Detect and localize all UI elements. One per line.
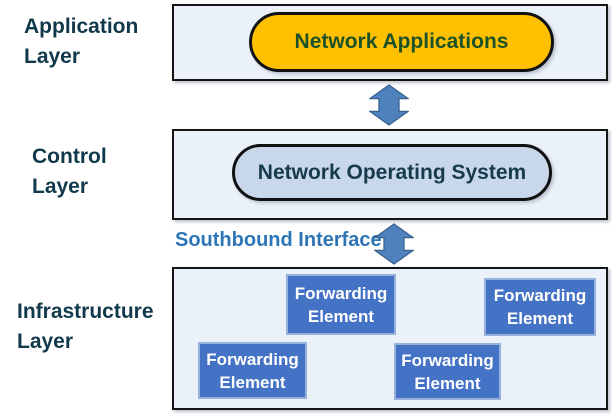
up-down-arrow-icon <box>369 84 409 126</box>
forwarding-element-node: Forwarding Element <box>394 343 501 400</box>
southbound-interface-label: Southbound Interface <box>175 229 382 251</box>
network-operating-system-node-label: Network Operating System <box>257 160 527 184</box>
forwarding-element-node: Forwarding Element <box>484 278 596 336</box>
infrastructure-layer-label: Infrastructure Layer <box>17 300 154 353</box>
forwarding-element-node: Forwarding Element <box>286 274 396 335</box>
control-layer-label: Control Layer <box>32 145 107 198</box>
network-applications-node: Network Applications <box>249 12 554 72</box>
forwarding-element-node: Forwarding Element <box>198 342 307 399</box>
up-down-arrow-icon <box>374 223 414 265</box>
network-applications-node-label: Network Applications <box>294 30 509 53</box>
network-operating-system-node: Network Operating System <box>232 144 552 201</box>
application-layer-box: Network Applications <box>172 4 608 81</box>
control-layer-box: Network Operating System <box>172 129 608 220</box>
application-layer-label: Application Layer <box>24 15 139 68</box>
infrastructure-layer-box: Forwarding Element Forwarding Element Fo… <box>172 267 608 410</box>
